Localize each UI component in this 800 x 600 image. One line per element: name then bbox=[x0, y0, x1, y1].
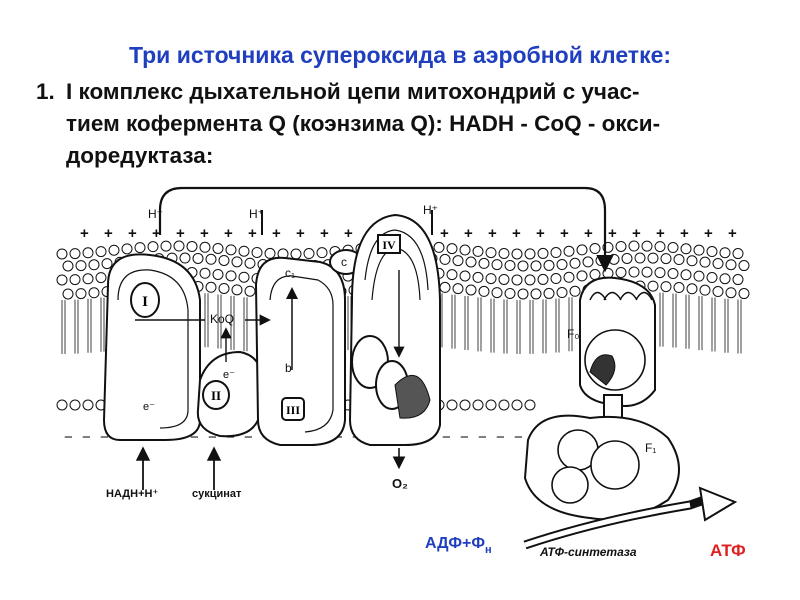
nadh-label: НАДН+Н⁺ bbox=[106, 488, 158, 500]
cytochrome-c-label: c bbox=[341, 255, 347, 269]
minus-sign: − bbox=[478, 429, 487, 446]
plus-sign: + bbox=[344, 225, 353, 242]
minus-sign: − bbox=[496, 429, 505, 446]
complex-ii-label: II bbox=[211, 388, 221, 403]
plus-sign: + bbox=[680, 225, 689, 242]
complex-i-badge bbox=[130, 282, 160, 318]
minus-sign: − bbox=[100, 429, 109, 446]
minus-sign: − bbox=[514, 429, 523, 446]
list-item-line-1: I комплекс дыхательной цепи митохондрий … bbox=[66, 79, 640, 104]
slide-title: Три источника супероксида в аэробной кле… bbox=[128, 42, 672, 68]
plus-sign: + bbox=[656, 225, 665, 242]
plus-sign: + bbox=[560, 225, 569, 242]
plus-sign: + bbox=[80, 225, 89, 242]
complex-iii-shape bbox=[254, 256, 346, 446]
plus-sign: + bbox=[296, 225, 305, 242]
complex-iv-label: IV bbox=[382, 238, 396, 252]
f1-label: F₁ bbox=[645, 441, 656, 455]
electron-label-1: e⁻ bbox=[143, 401, 155, 413]
list-item-line-3: доредуктаза: bbox=[66, 143, 214, 168]
plus-sign: + bbox=[128, 225, 137, 242]
electron-label-2: e⁻ bbox=[223, 369, 235, 381]
minus-sign: − bbox=[190, 429, 199, 446]
complex-iii-label: III bbox=[286, 403, 300, 417]
list-item-1: 1. I комплекс дыхательной цепи митохондр… bbox=[36, 76, 776, 172]
plus-sign: + bbox=[200, 225, 209, 242]
plus-sign: + bbox=[440, 225, 449, 242]
complex-i-label: I bbox=[142, 294, 148, 310]
minus-sign: − bbox=[334, 429, 343, 446]
plus-sign: + bbox=[176, 225, 185, 242]
plus-sign: + bbox=[488, 225, 497, 242]
plus-sign: + bbox=[728, 225, 737, 242]
minus-sign: − bbox=[244, 429, 253, 446]
koq-label: KoQ bbox=[210, 312, 234, 326]
list-item-line-2: тием кофермента Q (коэнзима Q): НАDН - C… bbox=[66, 111, 661, 136]
list-item-number: 1. bbox=[36, 79, 55, 104]
plus-sign: + bbox=[584, 225, 593, 242]
atp-synthase-label: АТФ-синтетаза bbox=[539, 545, 637, 559]
plus-sign: + bbox=[536, 225, 545, 242]
minus-sign: − bbox=[64, 429, 73, 446]
minus-sign: − bbox=[442, 429, 451, 446]
atp-label: АТФ bbox=[710, 541, 746, 560]
cytochrome-c1-label: c₁ bbox=[285, 266, 295, 280]
adp-label: АДФ+Фн bbox=[425, 535, 492, 556]
cytochrome-b-label: b bbox=[285, 361, 292, 375]
plus-sign: + bbox=[320, 225, 329, 242]
proton-label-1: H⁺ bbox=[148, 207, 163, 221]
plus-sign: + bbox=[512, 225, 521, 242]
proton-label-3: H⁺ bbox=[423, 203, 438, 217]
plus-sign: + bbox=[104, 225, 113, 242]
plus-sign: + bbox=[152, 225, 161, 242]
succinate-label: сукцинат bbox=[192, 488, 242, 500]
plus-sign: + bbox=[464, 225, 473, 242]
oxygen-label: O₂ bbox=[392, 476, 408, 491]
minus-sign: − bbox=[82, 429, 91, 446]
plus-sign: + bbox=[248, 225, 257, 242]
proton-flow-arrow bbox=[158, 186, 614, 273]
plus-sign: + bbox=[224, 225, 233, 242]
plus-sign: + bbox=[272, 225, 281, 242]
minus-sign: − bbox=[460, 429, 469, 446]
minus-sign: − bbox=[208, 429, 217, 446]
plus-sign: + bbox=[632, 225, 641, 242]
f0-label: F₀ bbox=[567, 327, 579, 341]
plus-sign: + bbox=[704, 225, 713, 242]
minus-sign: − bbox=[226, 429, 235, 446]
plus-sign: + bbox=[608, 225, 617, 242]
complex-i-shape bbox=[102, 253, 201, 441]
proton-label-2: H⁺ bbox=[249, 207, 264, 221]
